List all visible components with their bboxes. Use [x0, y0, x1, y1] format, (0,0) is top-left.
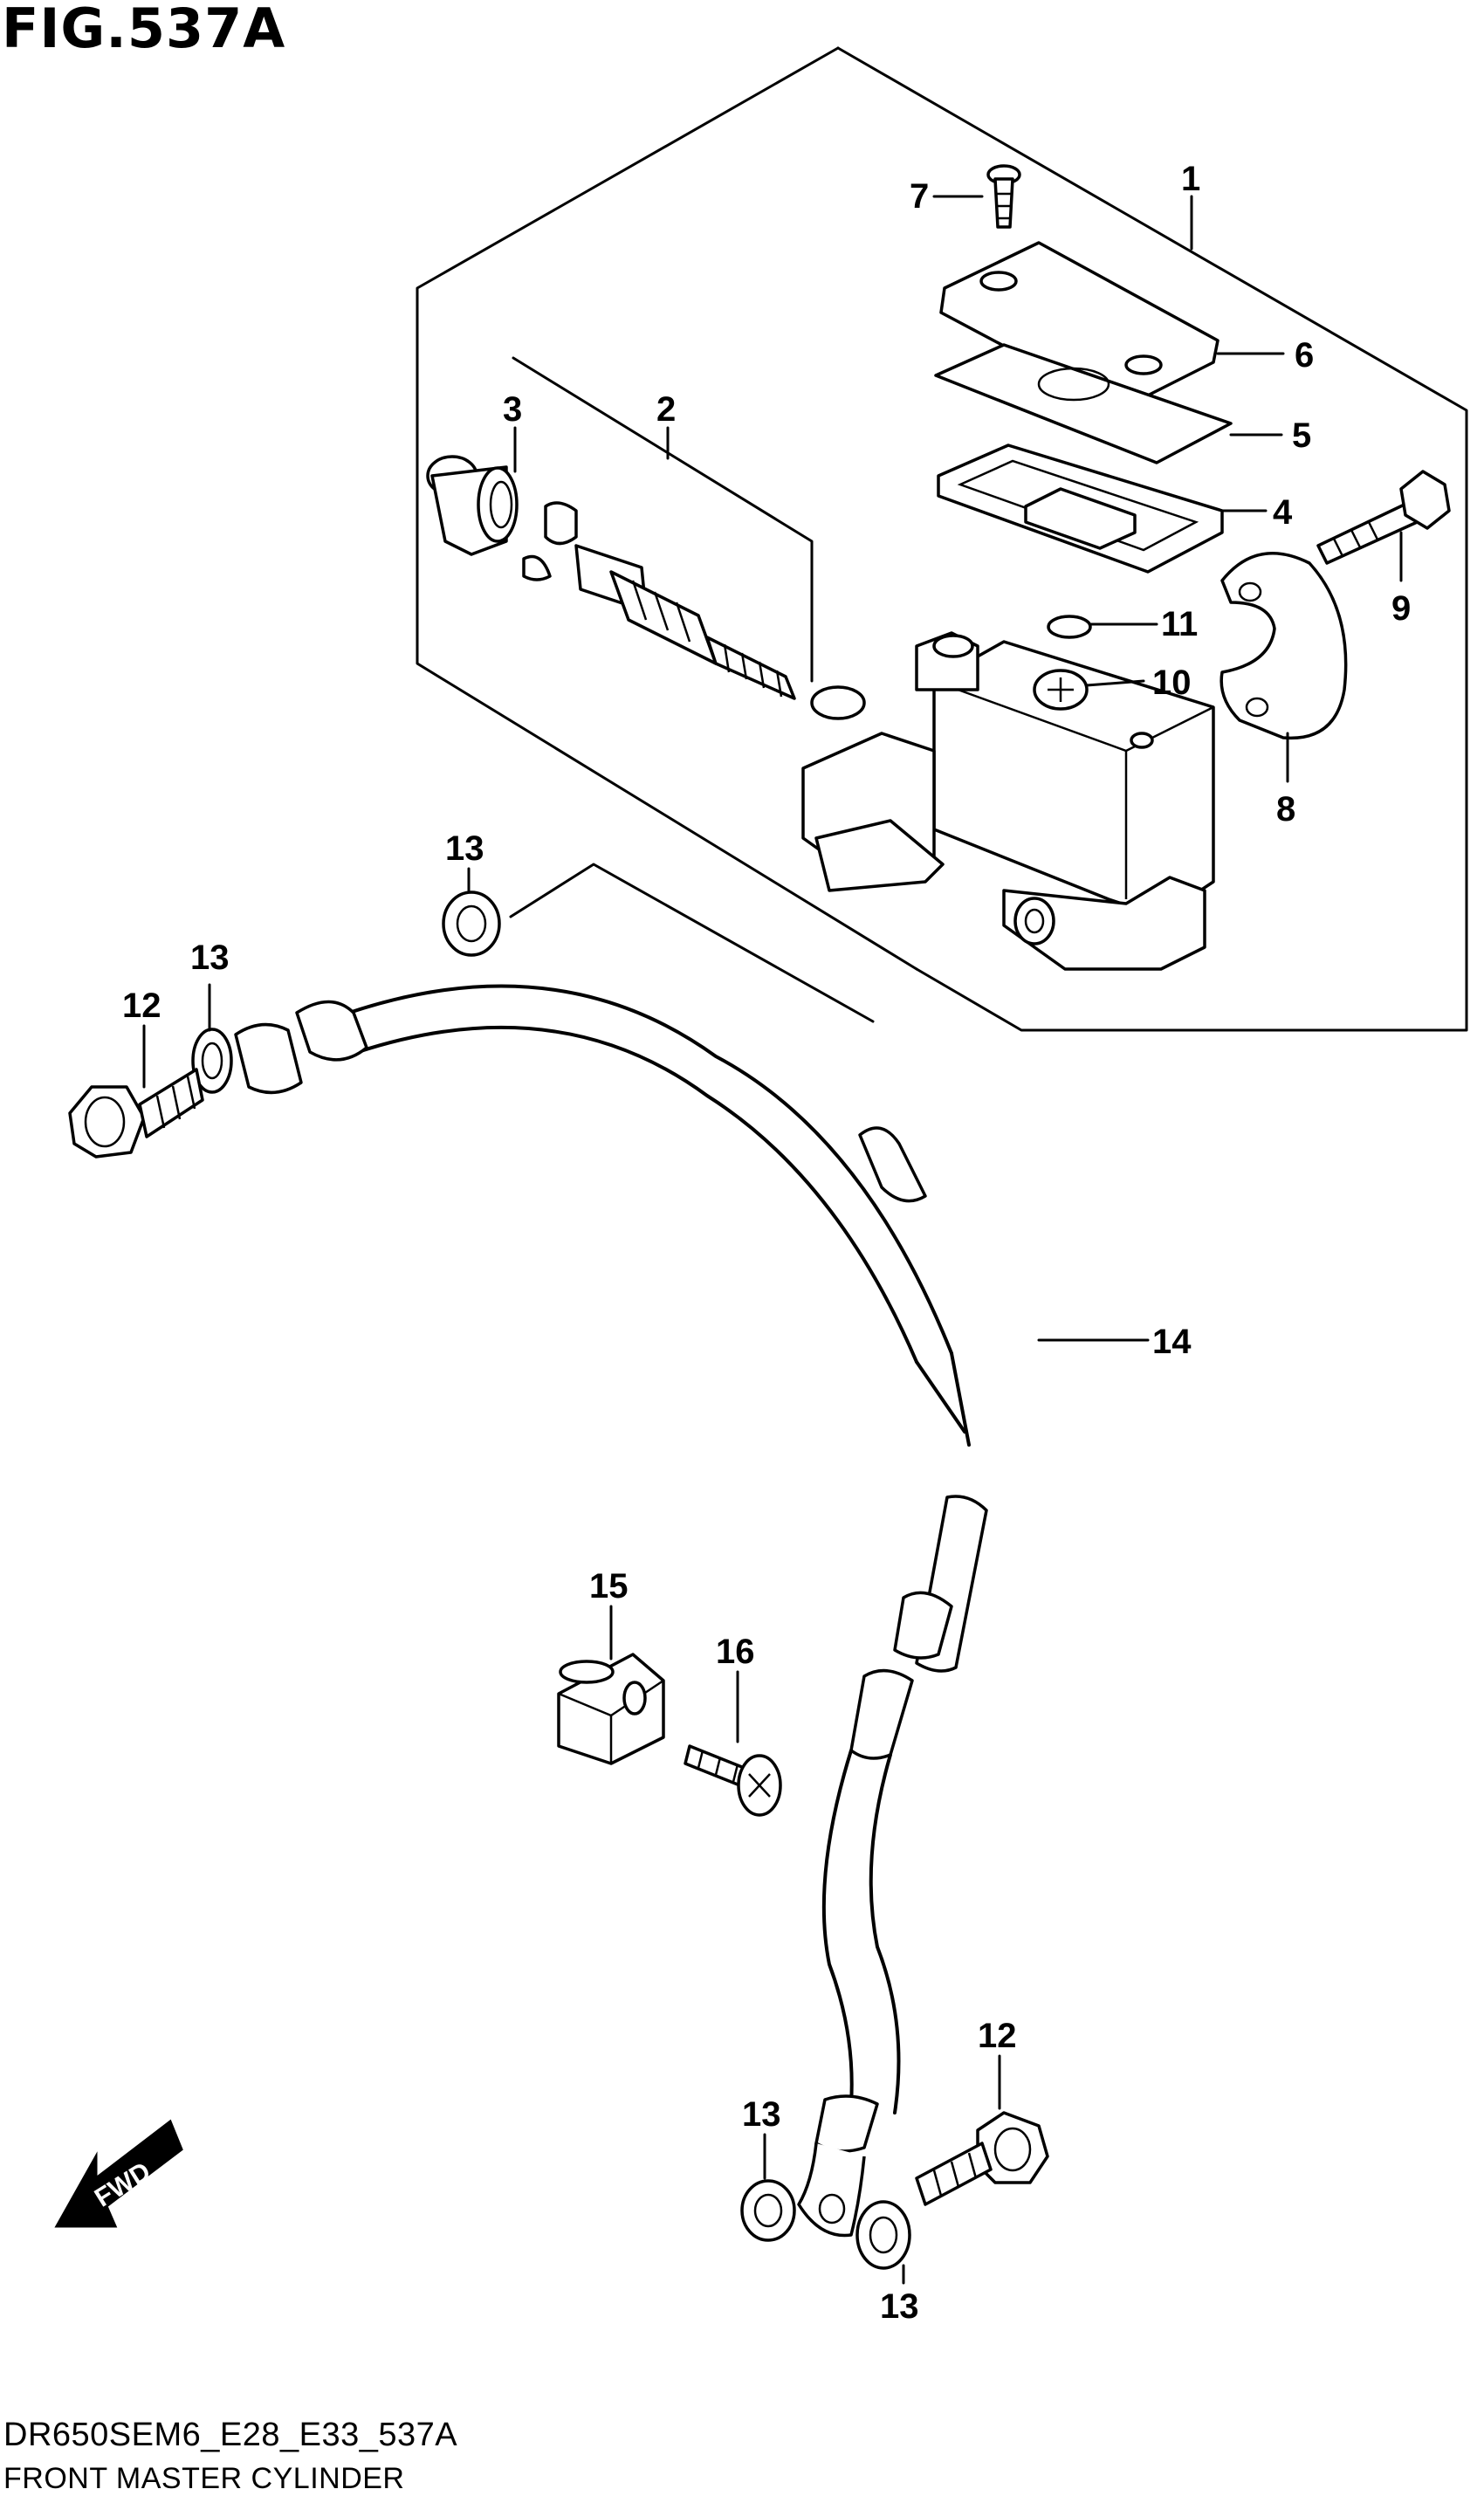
callout-3: 3: [503, 390, 522, 429]
callout-16: 16: [716, 1633, 755, 1671]
clamp-screw-16: [684, 1744, 782, 1817]
callout-9: 9: [1391, 589, 1411, 628]
piston-2: [522, 501, 866, 720]
callout-12a: 12: [122, 987, 161, 1025]
union-bolt-12a: [68, 1068, 204, 1159]
callout-11: 11: [1161, 605, 1198, 643]
callout-10: 10: [1152, 664, 1192, 702]
hose-group-boundary: [509, 863, 875, 1023]
figure-title: FIG.537A: [2, 0, 286, 60]
callout-2: 2: [656, 390, 676, 429]
washer-13a: [442, 890, 501, 957]
callout-13b: 13: [190, 939, 230, 977]
callout-numbers: 1 7 6 5 4 9 11 10 8 3 2 13 13 12 14 15 1…: [122, 160, 1411, 2326]
reservoir-cap: [939, 241, 1219, 410]
washer-13b: [191, 1028, 233, 1094]
callout-5: 5: [1292, 416, 1311, 455]
clamp-bolt-9: [1316, 470, 1451, 565]
cap-screw-7: [986, 164, 1021, 229]
diaphragm-plate: [934, 343, 1233, 464]
union-bolt-12b: [915, 2111, 1049, 2206]
callout-13a: 13: [445, 829, 484, 868]
callout-15: 15: [589, 1567, 629, 1606]
callout-14: 14: [1152, 1323, 1192, 1361]
washer-13c: [740, 2179, 796, 2242]
leader-lines: [142, 195, 1403, 2285]
hose-clamp-15: [557, 1653, 665, 1765]
callout-12b: 12: [978, 2017, 1017, 2055]
callout-6: 6: [1295, 336, 1314, 375]
screw-and-washer: [1033, 615, 1092, 711]
callout-7: 7: [910, 177, 929, 216]
diagram-code: DR650SEM6_E28_E33_537A: [3, 2417, 458, 2453]
washer-13d: [855, 2200, 911, 2270]
diaphragm: [937, 444, 1224, 574]
master-cylinder-body: [801, 631, 1215, 971]
callout-8: 8: [1276, 790, 1295, 829]
callout-13d: 13: [880, 2287, 919, 2326]
callout-4: 4: [1273, 493, 1293, 532]
assembly-boundary-1: [416, 46, 1468, 1032]
handlebar-clamp-8: [1219, 552, 1348, 740]
callout-1: 1: [1181, 160, 1200, 198]
fwd-arrow: FWD: [54, 2119, 183, 2228]
callout-13c: 13: [742, 2095, 781, 2134]
piston-set-boundary-2: [512, 356, 814, 683]
diagram-name: FRONT MASTER CYLINDER: [3, 2462, 405, 2495]
brake-hose-14: [234, 984, 988, 2238]
piston-cup-3: [426, 455, 519, 556]
